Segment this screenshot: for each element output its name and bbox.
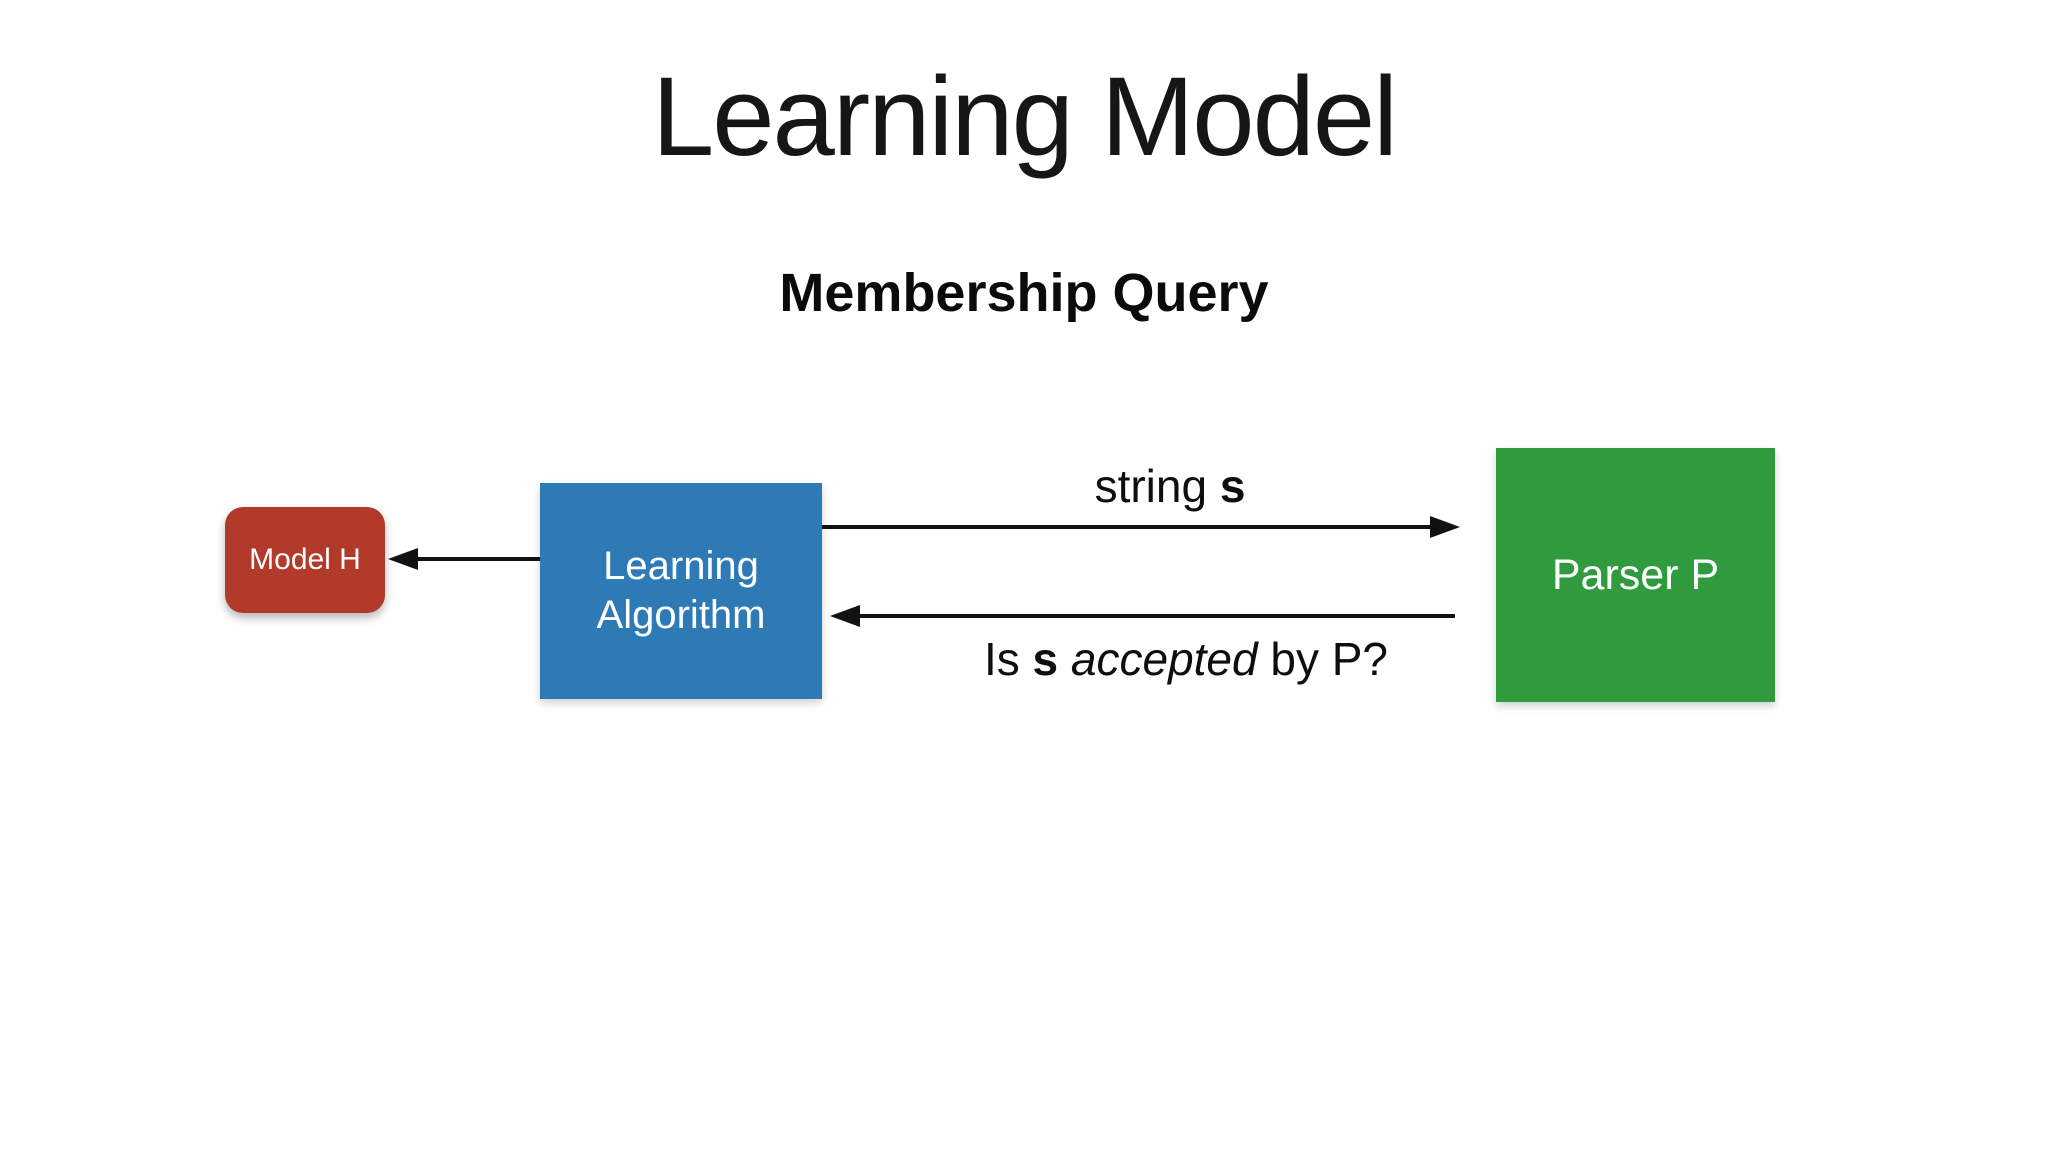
edge-label-accepted-part1: Is: [983, 633, 1033, 685]
arrow-accepted-head-icon: [830, 605, 860, 627]
edge-label-string-s-prefix: string: [1094, 460, 1220, 512]
slide-subtitle: Membership Query: [779, 263, 1269, 323]
arrow-accepted-line: [858, 614, 1455, 618]
node-model-h-label: Model H: [249, 543, 361, 576]
node-model-h: Model H: [225, 507, 385, 613]
edge-label-string-s-emphasis: s: [1219, 460, 1246, 512]
edge-label-accepted-emphasis: s: [1032, 633, 1059, 685]
edge-label-accepted-suffix: by P?: [1270, 633, 1389, 685]
edge-label-accepted-italic: accepted: [1058, 633, 1271, 685]
slide-title: Learning Model: [651, 54, 1398, 179]
edge-label-accepted: Is s accepted by P?: [880, 632, 1492, 686]
arrow-string-s-line: [822, 525, 1432, 529]
arrow-to-model-h-head-icon: [388, 548, 418, 570]
arrow-to-model-h-line: [414, 557, 540, 561]
edge-label-string-s: string s: [950, 459, 1390, 513]
node-learning-algorithm: Learning Algorithm: [540, 483, 822, 699]
arrow-string-s-head-icon: [1430, 516, 1460, 538]
node-parser-p-label: Parser P: [1551, 550, 1720, 599]
node-parser-p: Parser P: [1496, 448, 1775, 702]
node-learning-algorithm-label: Learning Algorithm: [596, 544, 766, 637]
